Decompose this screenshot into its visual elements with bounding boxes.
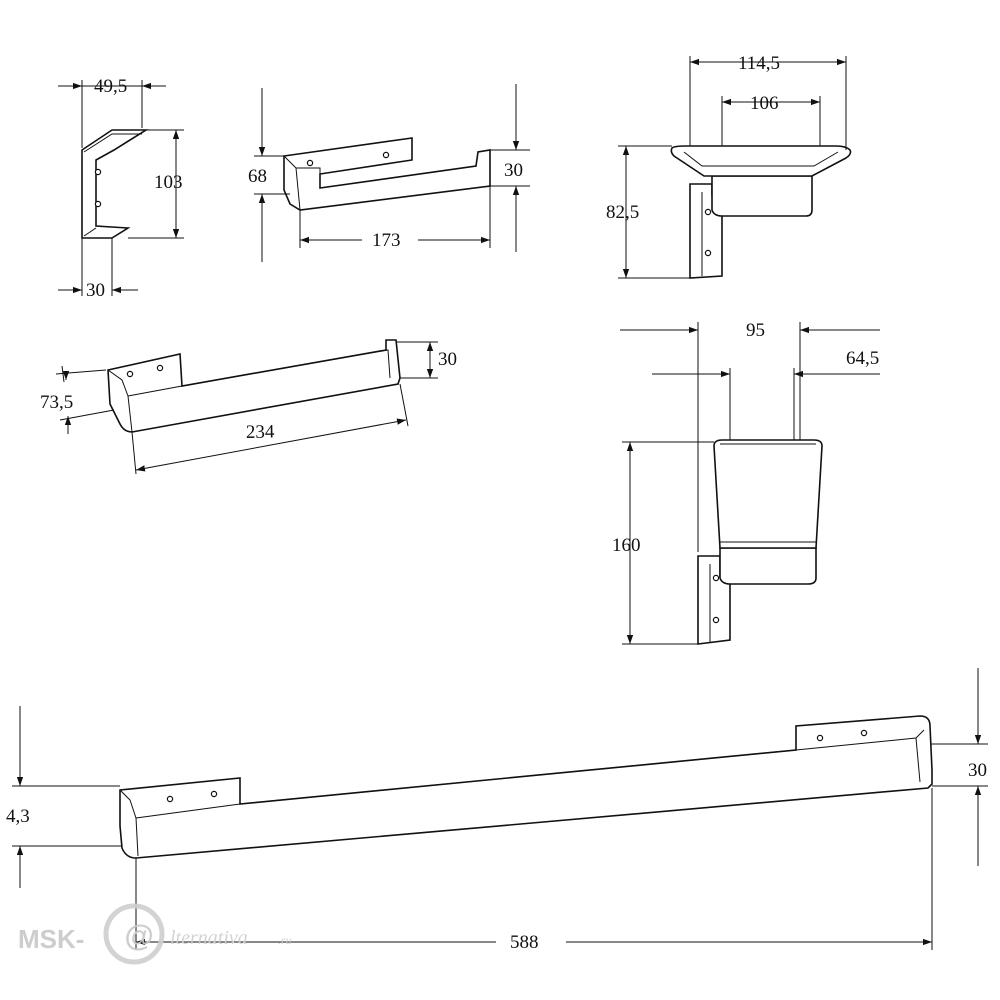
- towel-ring: 73,5 234 30: [40, 339, 457, 475]
- robe-hook: 49,5 103 30: [58, 76, 184, 301]
- soap-dish-height-label: 82,5: [606, 202, 639, 223]
- towel-bar-length-label: 588: [510, 932, 539, 953]
- tumbler-holder: 95 64,5 160: [612, 320, 880, 645]
- soap-dish-height-dimension: 82,5: [606, 145, 690, 279]
- towel-ring-depth-label: 73,5: [40, 392, 73, 413]
- towel-ring-depth-dimension: 73,5: [40, 365, 115, 434]
- hook-height-label: 103: [154, 172, 183, 193]
- hook-depth-dimension: 30: [58, 238, 138, 301]
- towel-ring-drawing: [107, 339, 401, 433]
- tumbler-holder-drawing: [697, 439, 823, 645]
- towel-bar-depth-label: 30: [968, 760, 987, 781]
- robe-hook-drawing: [81, 129, 149, 239]
- towel-bar-drawing: [119, 715, 933, 859]
- watermark-brand-left: MSK-: [18, 924, 84, 954]
- towel-ring-height-dimension: 30: [396, 341, 457, 379]
- tumbler-height-label: 160: [612, 535, 641, 556]
- svg-text:@: @: [124, 920, 153, 953]
- hook-height-dimension: 103: [128, 129, 184, 239]
- towel-ring-length-dimension: 234: [131, 383, 409, 475]
- tumbler-width-dimension: 95: [620, 320, 880, 552]
- paper-holder: 68 173 30: [248, 84, 530, 262]
- paper-holder-height-label: 68: [248, 166, 267, 187]
- tumbler-projection-dimension: 64,5: [652, 348, 880, 440]
- towel-bar-depth-dimension: 30: [930, 668, 988, 866]
- soap-dish: 114,5 106 82,5: [606, 53, 852, 279]
- paper-holder-width-dimension: 173: [299, 186, 491, 251]
- watermark-brand-right: lternativa: [170, 927, 248, 949]
- soap-dish-inner-width-label: 106: [750, 93, 779, 114]
- hook-depth-label: 30: [86, 280, 105, 301]
- paper-holder-depth-label: 30: [504, 160, 523, 181]
- watermark-domain: .ru: [278, 933, 292, 947]
- hook-width-label: 49,5: [94, 76, 127, 97]
- paper-holder-depth-dimension: 30: [490, 84, 530, 252]
- towel-bar-length-dimension: 588: [135, 788, 933, 953]
- tumbler-projection-label: 64,5: [846, 348, 879, 369]
- watermark-logo-icon: [103, 903, 165, 965]
- tumbler-height-dimension: 160: [612, 441, 714, 645]
- paper-holder-width-label: 173: [372, 230, 401, 251]
- soap-dish-outer-width-dimension: 114,5: [689, 53, 847, 150]
- towel-bar-height-label: 4,3: [6, 806, 30, 827]
- towel-ring-length-label: 234: [246, 421, 275, 443]
- towel-bar-height-dimension: 4,3: [6, 706, 122, 888]
- towel-bar: 4,3 30 588: [6, 668, 988, 953]
- soap-dish-inner-width-dimension: 106: [721, 93, 821, 146]
- soap-dish-drawing: [670, 145, 852, 279]
- paper-holder-drawing: [283, 137, 491, 211]
- hook-width-dimension: 49,5: [58, 76, 166, 148]
- soap-dish-outer-width-label: 114,5: [738, 53, 780, 74]
- tumbler-width-label: 95: [746, 320, 765, 341]
- towel-ring-height-label: 30: [438, 349, 457, 370]
- watermark: MSK- @ lternativa .ru: [18, 903, 292, 965]
- paper-holder-height-dimension: 68: [248, 88, 290, 262]
